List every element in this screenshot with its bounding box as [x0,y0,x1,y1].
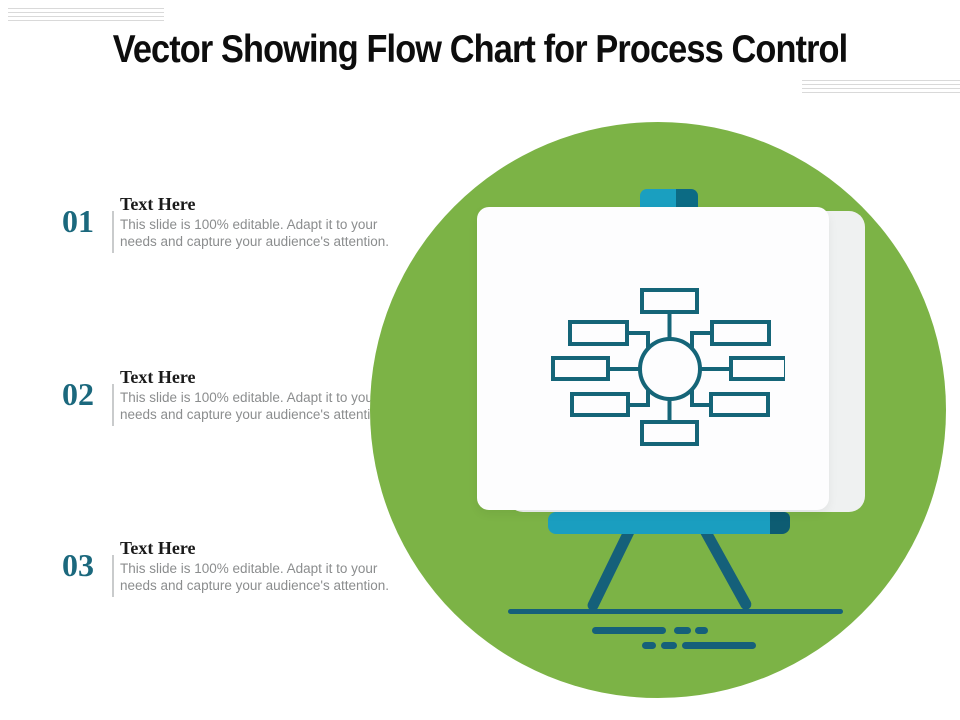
flowchart-connector [690,331,713,350]
text-dash [674,627,691,634]
list-item-03: 03 Text Here This slide is 100% editable… [62,537,402,609]
flowchart-node-upper-right [710,320,771,346]
flowchart-node-bottom [640,420,699,446]
flowchart-center-circle [638,337,702,401]
decorative-lines-top-left [8,8,164,22]
item-body: This slide is 100% editable. Adapt it to… [120,217,390,249]
item-divider [112,211,114,253]
item-text: Text Here This slide is 100% editable. A… [120,537,396,594]
text-dash [661,642,677,649]
flowchart-connector [690,388,712,407]
item-heading: Text Here [120,538,196,558]
item-number: 03 [62,547,94,583]
item-divider [112,384,114,426]
ground-line [508,609,843,614]
text-dash [695,627,708,634]
page-title: Vector Showing Flow Chart for Process Co… [112,28,848,71]
item-divider [112,555,114,597]
flowchart-node-upper-left [568,320,629,346]
flowchart-icon [551,288,785,446]
item-number: 01 [62,203,94,239]
flowchart-connector [628,388,650,407]
decorative-lines-right [802,80,960,94]
item-body: This slide is 100% editable. Adapt it to… [120,390,390,422]
item-text: Text Here This slide is 100% editable. A… [120,366,396,423]
list-item-02: 02 Text Here This slide is 100% editable… [62,366,402,438]
flowchart-connector [627,331,650,350]
item-body: This slide is 100% editable. Adapt it to… [120,561,390,593]
item-heading: Text Here [120,194,196,214]
flowchart-node-middle-left [551,356,610,381]
flowchart-node-middle-right [729,356,785,381]
text-dash [642,642,656,649]
text-dash [592,627,666,634]
item-text: Text Here This slide is 100% editable. A… [120,193,396,250]
list-item-01: 01 Text Here This slide is 100% editable… [62,193,402,265]
easel-tray [548,512,770,534]
flowchart-node-lower-right [709,392,770,417]
easel-tray-cap [770,512,790,534]
flowchart-node-top [640,288,699,314]
item-heading: Text Here [120,367,196,387]
flowchart-node-lower-left [570,392,630,417]
item-number: 02 [62,376,94,412]
text-dash [682,642,756,649]
